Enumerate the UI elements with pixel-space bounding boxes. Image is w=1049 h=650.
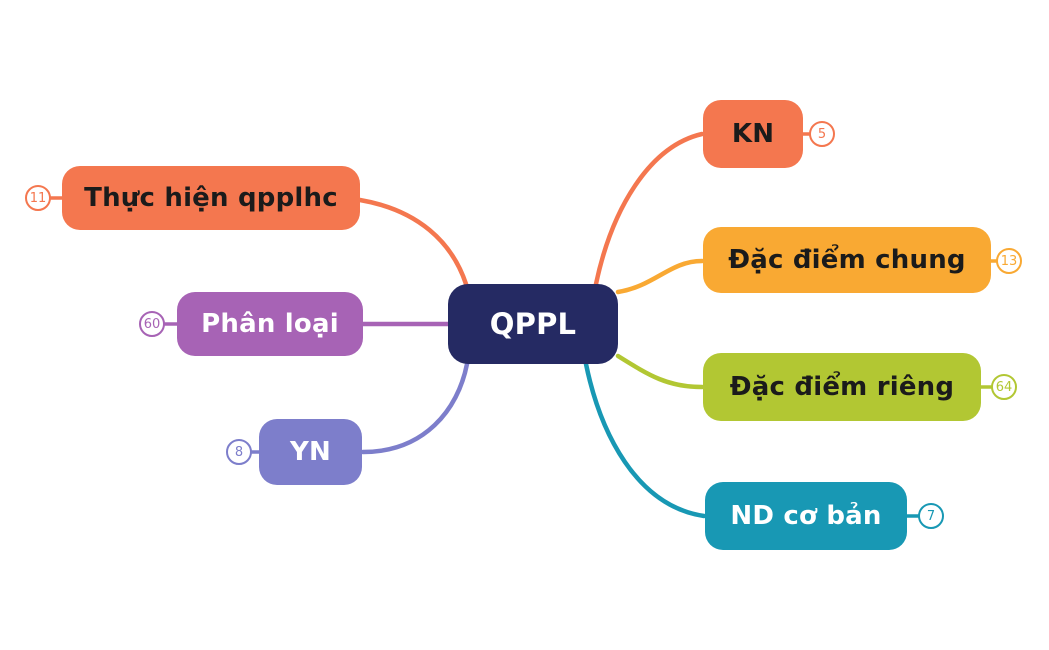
node-dac-diem-rieng[interactable]: Đặc điểm riêng — [703, 353, 981, 421]
node-phan-loai[interactable]: Phân loại — [177, 292, 363, 356]
count-badge-kn[interactable]: 5 — [809, 121, 835, 147]
connector-dac-diem-rieng — [615, 353, 705, 390]
count-badge-phan-loai[interactable]: 60 — [139, 311, 165, 337]
node-kn[interactable]: KN — [703, 100, 803, 168]
node-root-qppl[interactable]: QPPL — [448, 284, 618, 364]
node-dac-diem-chung[interactable]: Đặc điểm chung — [703, 227, 991, 293]
node-nd-co-ban[interactable]: ND cơ bản — [705, 482, 907, 550]
count-badge-dac-diem-rieng[interactable]: 64 — [991, 374, 1017, 400]
count-badge-thuc-hien-qpplhc[interactable]: 11 — [25, 185, 51, 211]
connector-dac-diem-chung — [615, 258, 705, 295]
connector-thuc-hien-qpplhc — [357, 197, 469, 287]
count-badge-yn[interactable]: 8 — [226, 439, 252, 465]
connector-kn — [593, 131, 705, 287]
count-badge-nd-co-ban[interactable]: 7 — [918, 503, 944, 529]
count-badge-dac-diem-chung[interactable]: 13 — [996, 248, 1022, 274]
connector-nd-co-ban — [583, 361, 707, 519]
node-yn[interactable]: YN — [259, 419, 362, 485]
connector-yn — [360, 361, 470, 455]
node-thuc-hien-qpplhc[interactable]: Thực hiện qpplhc — [62, 166, 360, 230]
